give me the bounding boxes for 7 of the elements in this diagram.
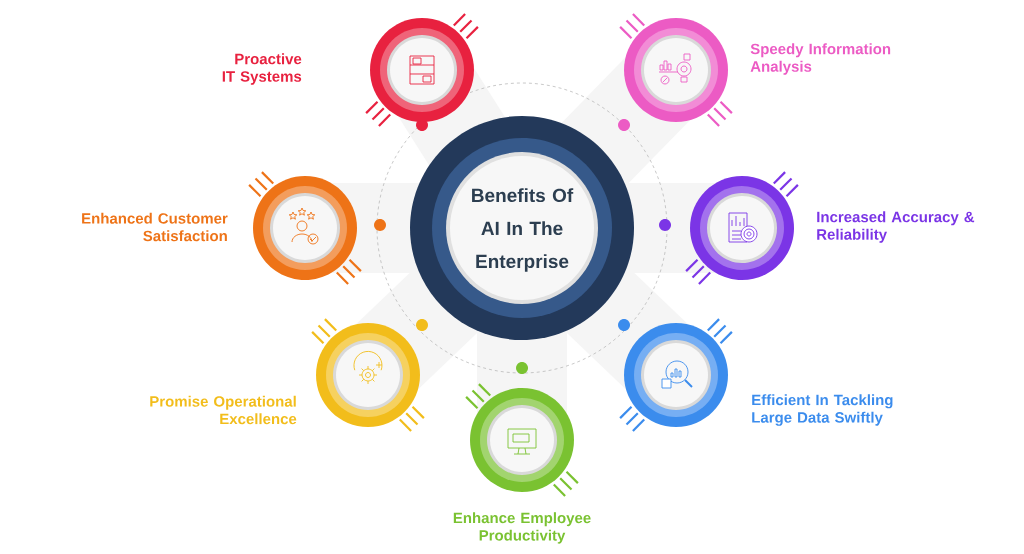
benefit-label: Enhance Employee Productivity [453, 512, 591, 544]
benefit-label: Promise Operational Excellence [150, 395, 297, 425]
benefit-label: Efficient In Tackling Large Data Swiftly [752, 394, 893, 426]
benefit-label: Speedy Information Analysis [750, 43, 891, 75]
benefit-label: Enhanced Customer Satisfaction [82, 212, 228, 242]
benefit-label: Proactive IT Systems [222, 53, 302, 85]
benefit-label: Increased Accuracy & Reliability [817, 211, 975, 243]
